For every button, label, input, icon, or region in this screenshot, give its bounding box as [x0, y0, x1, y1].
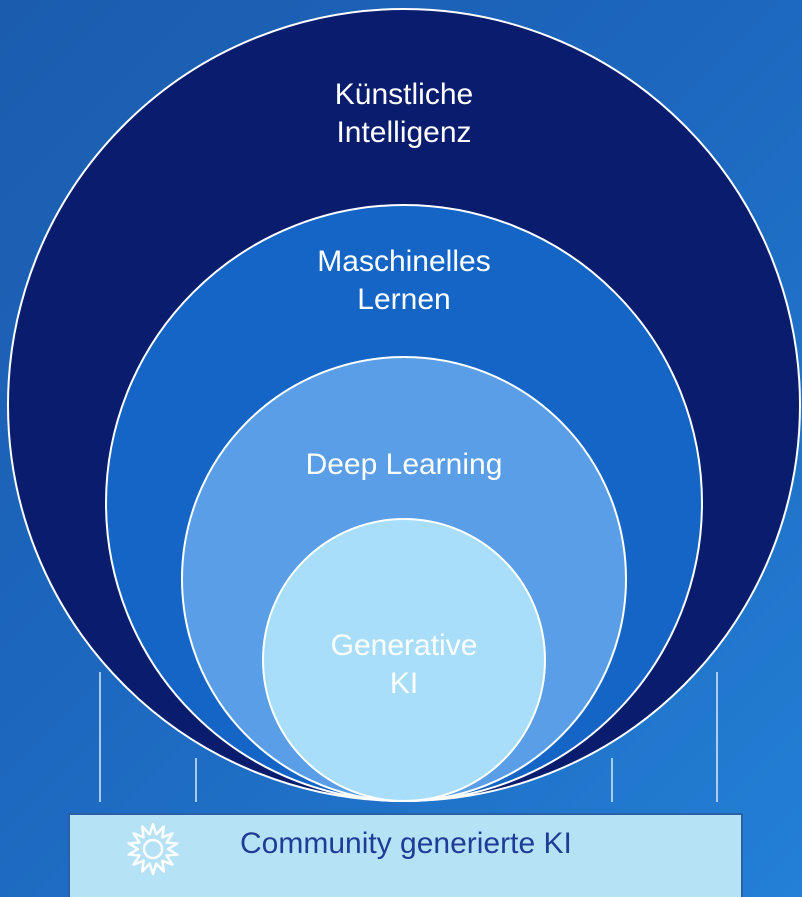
label-line: Generative	[330, 629, 478, 662]
footer-banner	[68, 813, 743, 897]
label-line: KI	[389, 666, 419, 700]
label-line: Künstliche	[334, 78, 474, 111]
ring-generative-ki	[262, 518, 546, 802]
label-line: Deep Learning	[305, 448, 503, 481]
label-line: Maschinelles	[317, 245, 491, 278]
label-maschinelles-lernen: Maschinelles Lernen	[254, 243, 554, 318]
starburst-icon	[127, 822, 179, 876]
label-deep-learning: Deep Learning	[254, 446, 554, 484]
label-generative-ki: Generative KI	[304, 627, 504, 702]
starburst-outline	[127, 822, 179, 876]
footer-label: Community generierte KI	[240, 827, 572, 860]
label-line: Intelligenz	[336, 115, 472, 149]
label-line: Lernen	[357, 282, 451, 316]
label-kuenstliche-intelligenz: Künstliche Intelligenz	[254, 76, 554, 151]
starburst-center	[142, 838, 164, 860]
